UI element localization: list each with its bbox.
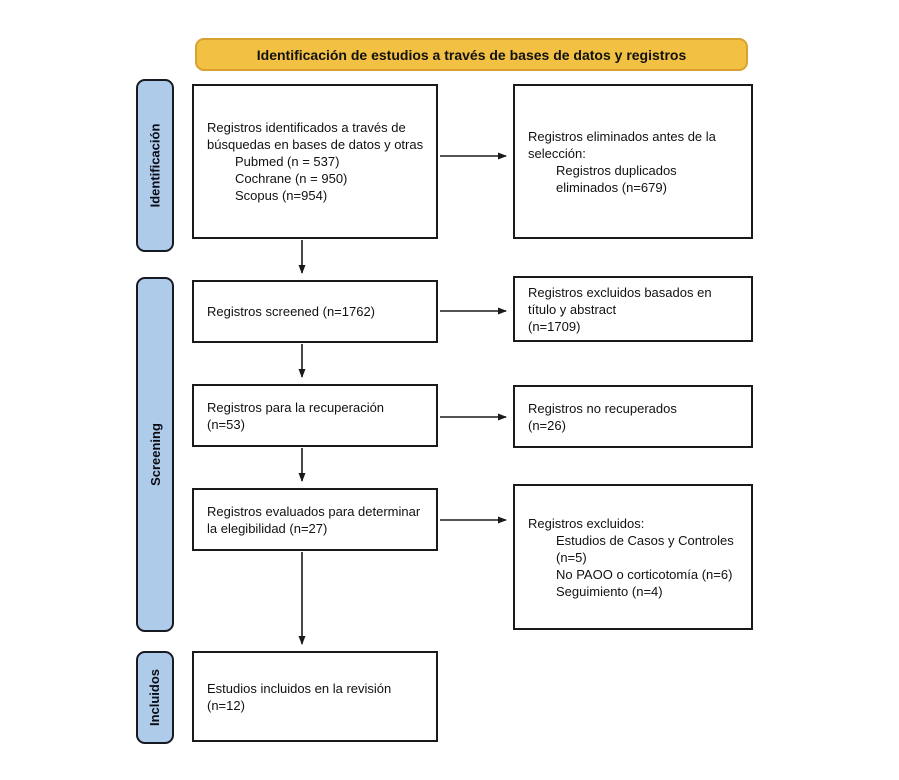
box-list-item: Estudios de Casos y Controles (n=5) [556, 532, 734, 565]
box-count: (n=1709) [528, 318, 581, 334]
box-records-identified: Registros identificados a través de búsq… [192, 84, 438, 239]
box-records-excluded-reasons: Registros excluidos: Estudios de Casos y… [513, 484, 753, 630]
stage-label-incluidos: Incluidos [147, 668, 163, 727]
box-count: (n=26) [528, 417, 566, 433]
box-list-item: Scopus (n=954) [235, 188, 328, 203]
box-list-item: Pubmed (n = 537) [235, 154, 340, 169]
stage-bar-identificacion: Identificación [136, 79, 174, 252]
box-studies-included: Estudios incluidos en la revisión (n=12) [192, 651, 438, 742]
stage-bar-incluidos: Incluidos [136, 651, 174, 744]
box-records-excluded-screening: Registros excluidos basados en título y … [513, 276, 753, 342]
box-text: Registros identificados a través de búsq… [207, 120, 424, 152]
box-records-retrieval: Registros para la recuperación (n=53) [192, 384, 438, 447]
box-text: Registros excluidos: [528, 515, 645, 531]
box-count: (n=53) [207, 416, 245, 432]
stage-label-screening: Screening [147, 423, 163, 486]
box-records-assessed: Registros evaluados para determinar la e… [192, 488, 438, 551]
box-text: Registros screened (n=1762) [207, 304, 376, 319]
box-list-item: Registros duplicados eliminados (n=679) [556, 162, 677, 195]
box-text: Registros no recuperados [528, 400, 677, 416]
box-text: Registros eliminados antes de la selecci… [528, 128, 716, 161]
box-text: Registros para la recuperación [207, 399, 385, 415]
stage-bar-screening: Screening [136, 277, 174, 632]
box-records-removed: Registros eliminados antes de la selecci… [513, 84, 753, 239]
box-records-screened: Registros screened (n=1762) [192, 280, 438, 343]
box-list-item: Seguimiento (n=4) [556, 583, 663, 599]
box-text: Registros excluidos basados en título y … [528, 284, 712, 317]
box-list-item: Cochrane (n = 950) [235, 171, 348, 186]
box-text: Estudios incluidos en la revisión [207, 680, 392, 696]
diagram-title: Identificación de estudios a través de b… [256, 46, 687, 63]
box-text: Registros evaluados para determinar la e… [207, 503, 421, 536]
stage-label-identificacion: Identificación [147, 123, 163, 208]
box-count: (n=12) [207, 697, 245, 713]
box-records-not-retrieved: Registros no recuperados (n=26) [513, 385, 753, 448]
diagram-title-banner: Identificación de estudios a través de b… [195, 38, 748, 71]
box-list-item: No PAOO o corticotomía (n=6) [556, 566, 733, 582]
